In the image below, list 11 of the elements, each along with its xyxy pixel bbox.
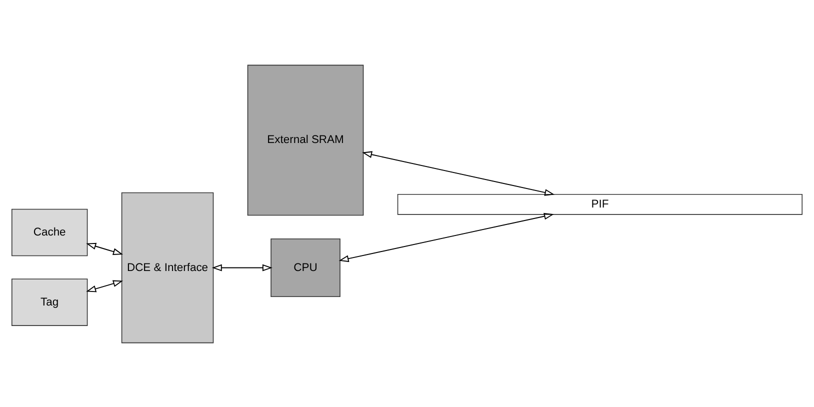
node-box: External SRAM (247, 64, 364, 216)
node-box: CPU (270, 238, 340, 297)
arrow (362, 150, 555, 196)
node-box: DCE & Interface (121, 192, 214, 343)
node-box: Cache (11, 208, 88, 256)
node-box: Tag (11, 278, 88, 326)
arrow (212, 264, 272, 271)
arrow (86, 242, 123, 254)
arrow (338, 212, 554, 262)
arrow (86, 280, 123, 292)
node-box: PIF (397, 193, 803, 214)
